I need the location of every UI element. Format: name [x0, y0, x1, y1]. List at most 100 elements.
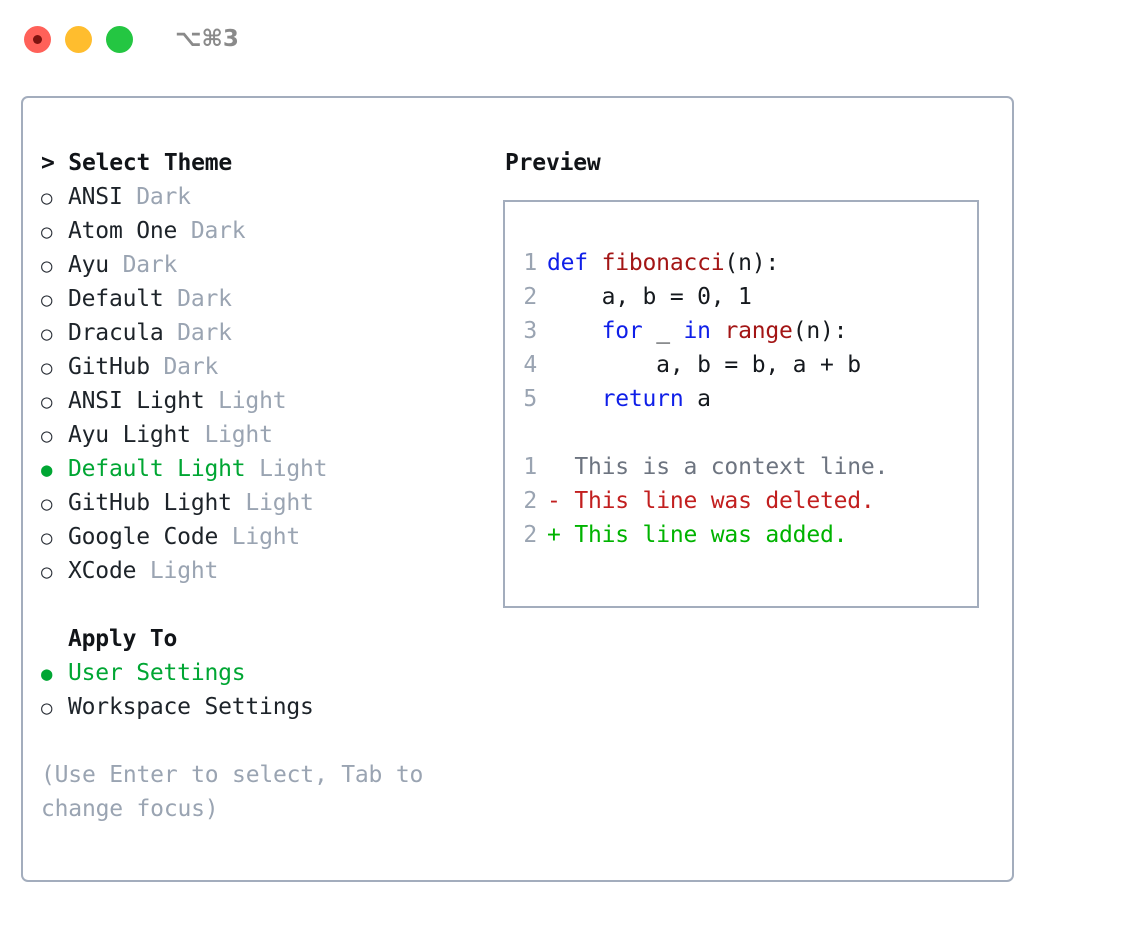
- theme-name-label: GitHub: [68, 354, 150, 380]
- theme-category-label: Dark: [163, 286, 232, 312]
- code-line: 3 for _ in range(n):: [505, 314, 977, 348]
- radio-selected-icon[interactable]: ●: [41, 663, 53, 685]
- theme-name-label: Dracula: [68, 320, 164, 346]
- code-token-kw: return: [601, 386, 684, 412]
- theme-category-label: Light: [136, 558, 219, 584]
- diff-line: 2 + This line was added.: [505, 518, 977, 552]
- apply-to-list[interactable]: ●User Settings ○ Workspace Settings: [41, 656, 503, 724]
- theme-list[interactable]: ○ANSI Dark○Atom One Dark○Ayu Dark○Defaul…: [41, 180, 503, 588]
- theme-list-item[interactable]: ○ Google Code Light: [41, 520, 503, 554]
- theme-list-item[interactable]: ● Default Light Light: [41, 452, 503, 486]
- line-number: 2: [523, 488, 537, 514]
- code-line-text: for _ in range(n):: [547, 314, 848, 348]
- radio-unselected-icon[interactable]: ○: [41, 187, 53, 209]
- radio-unselected-icon[interactable]: ○: [41, 323, 53, 345]
- theme-name-label: Ayu Light: [68, 422, 191, 448]
- diff-text: This is a context line.: [574, 454, 889, 480]
- diff-line-text: This is a context line.: [547, 450, 888, 484]
- radio-unselected-icon[interactable]: ○: [41, 493, 53, 515]
- line-number: 5: [523, 386, 537, 412]
- radio-unselected-icon[interactable]: ○: [41, 391, 53, 413]
- theme-name-label: Default Light: [68, 456, 246, 482]
- radio-unselected-icon[interactable]: ○: [41, 697, 53, 719]
- apply-to-header-label: Apply To: [68, 626, 178, 652]
- close-button[interactable]: [24, 25, 51, 53]
- apply-to-marker-placeholder: ○: [41, 623, 68, 657]
- theme-list-item[interactable]: ○ANSI Dark: [41, 180, 503, 214]
- diff-line-text: + This line was added.: [547, 518, 847, 552]
- theme-name-label: ANSI: [68, 184, 123, 210]
- line-number: 1: [523, 250, 537, 276]
- theme-category-label: Light: [218, 524, 301, 550]
- code-token-fn: fibonacci: [601, 250, 725, 276]
- diff-line: 2- This line was deleted.: [505, 484, 977, 518]
- code-token-pl: [547, 318, 602, 344]
- code-line: 4 a, b = b, a + b: [505, 348, 977, 382]
- diff-text: This line was added.: [574, 522, 848, 548]
- code-line-text: a, b = b, a + b: [547, 348, 861, 382]
- theme-category-label: Light: [245, 456, 328, 482]
- theme-list-item[interactable]: ○ Dracula Dark: [41, 316, 503, 350]
- zoom-button[interactable]: [106, 25, 133, 53]
- radio-unselected-icon[interactable]: ○: [41, 425, 53, 447]
- apply-to-item[interactable]: ●User Settings: [41, 656, 503, 690]
- theme-picker-column: > Select Theme ○ANSI Dark○Atom One Dark○…: [23, 98, 503, 880]
- theme-list-item[interactable]: ○ Atom One Dark: [41, 214, 503, 248]
- theme-name-label: Atom One: [68, 218, 178, 244]
- line-number: 2: [523, 522, 537, 548]
- minimize-button[interactable]: [65, 25, 92, 53]
- radio-unselected-icon[interactable]: ○: [41, 255, 53, 277]
- code-token-kw: def: [547, 250, 602, 276]
- theme-list-item[interactable]: ○GitHub Light Light: [41, 486, 503, 520]
- code-line: 5 return a: [505, 382, 977, 416]
- code-token-pl: a, b = b, a + b: [547, 352, 861, 378]
- radio-unselected-icon[interactable]: ○: [41, 561, 53, 583]
- theme-list-item[interactable]: ○ Default Dark: [41, 282, 503, 316]
- theme-name-label: Default: [68, 286, 164, 312]
- theme-list-item[interactable]: ○ GitHub Dark: [41, 350, 503, 384]
- radio-selected-icon[interactable]: ●: [41, 459, 53, 481]
- radio-unselected-icon[interactable]: ○: [41, 527, 53, 549]
- theme-name-label: XCode: [68, 558, 137, 584]
- theme-list-item[interactable]: ○ANSI Light Light: [41, 384, 503, 418]
- diff-line-text: - This line was deleted.: [547, 484, 875, 518]
- radio-unselected-icon[interactable]: ○: [41, 357, 53, 379]
- diff-text: This line was deleted.: [574, 488, 875, 514]
- keyboard-shortcut-label: ⌥⌘3: [175, 26, 239, 52]
- diff-line: 1 This is a context line.: [505, 450, 977, 484]
- theme-category-label: Dark: [163, 320, 232, 346]
- keyboard-hint: (Use Enter to select, Tab to change focu…: [41, 762, 424, 822]
- theme-picker-panel: > Select Theme ○ANSI Dark○Atom One Dark○…: [21, 96, 1014, 882]
- apply-to-item[interactable]: ○ Workspace Settings: [41, 690, 503, 724]
- title-bar: ⌥⌘3: [0, 0, 1140, 78]
- diff-sample: 1 This is a context line.2- This line wa…: [505, 450, 977, 552]
- apply-to-label: Workspace Settings: [68, 694, 314, 720]
- code-line-text: return a: [547, 382, 711, 416]
- code-token-pl: a, b = 0, 1: [547, 284, 752, 310]
- line-number: 4: [523, 352, 537, 378]
- theme-list-item[interactable]: ○Ayu Light Light: [41, 418, 503, 452]
- theme-list-item[interactable]: ○ XCode Light: [41, 554, 503, 588]
- line-number: 2: [523, 284, 537, 310]
- preview-header: Preview: [505, 150, 601, 176]
- apply-to-header: ○ Apply To: [41, 622, 503, 656]
- preview-column: Preview 1 def fibonacci (n): 2 a, b = 0, 1 3…: [503, 98, 1012, 880]
- radio-unselected-icon[interactable]: ○: [41, 289, 53, 311]
- code-token-pl: (n):: [792, 318, 848, 344]
- code-token-pl: _: [642, 318, 684, 344]
- window-controls: [24, 25, 133, 53]
- theme-list-item[interactable]: ○Ayu Dark: [41, 248, 503, 282]
- theme-category-label: Dark: [149, 354, 219, 380]
- diff-sign: -: [547, 488, 561, 514]
- theme-category-label: Light: [231, 490, 314, 516]
- code-preview-box: 1 def fibonacci (n): 2 a, b = 0, 1 3 for _ i…: [503, 200, 979, 608]
- theme-name-label: Google Code: [68, 524, 219, 550]
- theme-category-label: Dark: [177, 218, 246, 244]
- theme-category-label: Dark: [108, 252, 178, 278]
- code-line-text: a, b = 0, 1: [547, 280, 752, 314]
- radio-unselected-icon[interactable]: ○: [41, 221, 53, 243]
- theme-name-label: ANSI Light: [68, 388, 205, 414]
- line-number: 3: [523, 318, 537, 344]
